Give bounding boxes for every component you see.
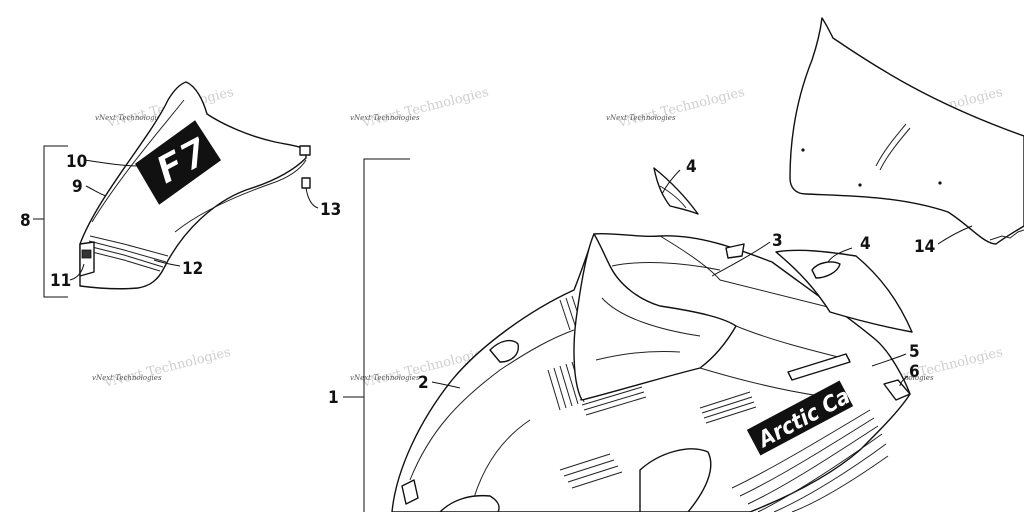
callout-14: 14 [914, 237, 935, 257]
callout-11: 11 [50, 271, 71, 291]
watermark: vNext Technologies [350, 374, 420, 382]
watermark-ghost: vNext Technologies [102, 345, 232, 391]
watermark-ghost: vNext Technologies [360, 85, 490, 131]
callout-6: 6 [909, 362, 920, 382]
watermark: vNext Technologies [95, 114, 165, 122]
callout-10: 10 [66, 152, 87, 172]
windshield-part [789, 17, 1024, 245]
clip-part-4 [653, 167, 699, 215]
callout-12: 12 [182, 259, 203, 279]
callout-1: 1 [328, 388, 339, 408]
leader-lines [69, 159, 973, 389]
callout-3: 3 [772, 231, 783, 251]
watermark: vNext Technologies [350, 114, 420, 122]
watermark-ghost: vNext Technologies [616, 85, 746, 131]
watermark: vNext Technologies [606, 114, 676, 122]
callout-4-top: 4 [686, 157, 697, 177]
bracket-8 [33, 145, 68, 298]
callout-4-right: 4 [860, 234, 871, 254]
callout-numbers: 1 2 3 4 4 5 6 8 9 10 11 12 13 14 [20, 152, 935, 408]
callout-9: 9 [72, 177, 83, 197]
f7-decal: F7 [135, 120, 222, 205]
hood-panel-part [79, 81, 311, 290]
callout-8: 8 [20, 211, 31, 231]
bracket-1 [343, 158, 410, 512]
callout-5: 5 [909, 342, 920, 362]
side-trim-part [725, 243, 913, 333]
watermark: vNext Technologies [92, 374, 162, 382]
callout-13: 13 [320, 200, 341, 220]
callout-2: 2 [418, 373, 429, 393]
